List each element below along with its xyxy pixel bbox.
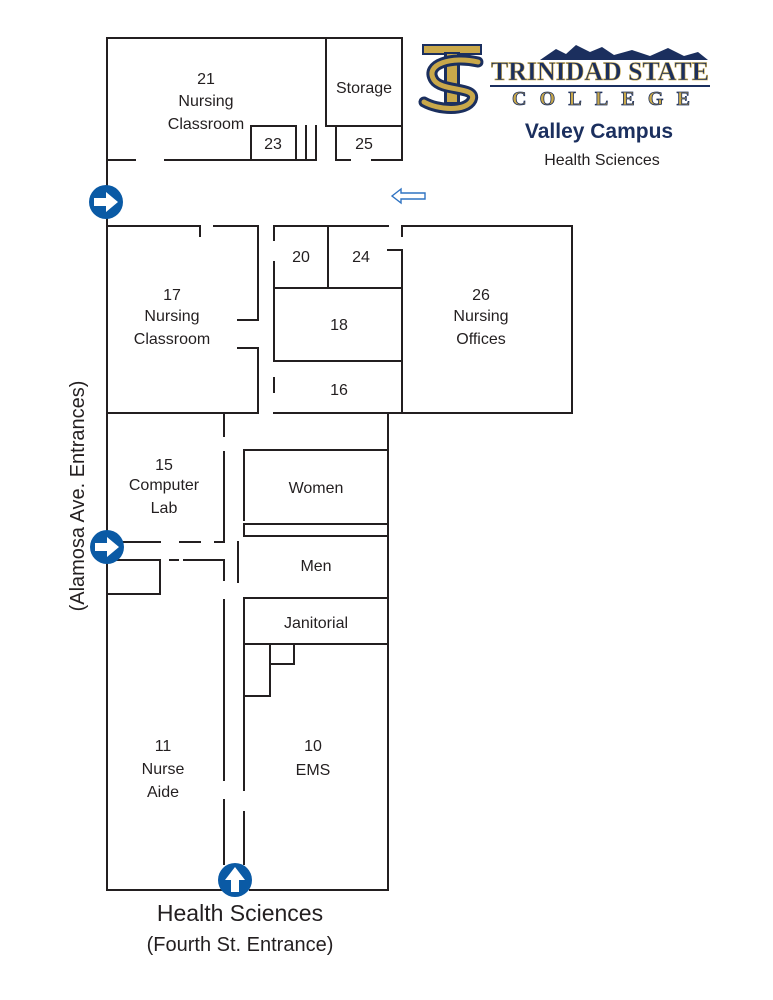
entrance-marker-top[interactable] [89, 185, 123, 219]
logo-name-line1: TRINIDAD STATE [491, 57, 709, 86]
college-logo: TRINIDAD STATE COLLEGE [418, 44, 710, 114]
room-name: Classroom [168, 116, 244, 133]
arrow-up-icon [225, 867, 245, 892]
room-11: 11 Nurse Aide [142, 738, 185, 801]
room-number: 10 [304, 738, 322, 755]
room-name: Classroom [134, 331, 210, 348]
room-15: 15 Computer Lab [129, 457, 200, 517]
room-number: 26 [472, 287, 490, 304]
room-name: Aide [147, 784, 179, 801]
arrow-right-icon [95, 537, 119, 557]
room-21: 21 Nursing Classroom [168, 71, 244, 133]
room-janitorial: Janitorial [284, 615, 348, 632]
room-number: 21 [197, 71, 215, 88]
room-16: 16 [330, 382, 348, 399]
building-subtitle: Health Sciences [544, 152, 660, 169]
room-10: 10 EMS [296, 738, 331, 779]
room-20: 20 [292, 249, 310, 266]
entrance-marker-main[interactable] [218, 863, 252, 897]
room-women: Women [289, 480, 344, 497]
room-name: Lab [151, 500, 178, 517]
room-17: 17 Nursing Classroom [134, 287, 210, 348]
ts-monogram-icon [418, 44, 484, 114]
room-25: 25 [355, 136, 373, 153]
room-23: 23 [264, 136, 282, 153]
room-name: Offices [456, 331, 506, 348]
room-storage: Storage [336, 80, 392, 97]
mountain-icon [540, 45, 708, 60]
campus-title: Valley Campus [525, 120, 673, 143]
main-entrance-street: (Fourth St. Entrance) [147, 934, 334, 956]
room-26: 26 Nursing Offices [453, 287, 508, 348]
walls [106, 37, 573, 891]
room-name: Nursing [453, 308, 508, 325]
room-name: EMS [296, 762, 331, 779]
room-name: Computer [129, 477, 200, 494]
room-number: 17 [163, 287, 181, 304]
room-number: 15 [155, 457, 173, 474]
room-24: 24 [352, 249, 370, 266]
side-entrance-label: (Alamosa Ave. Entrances) [67, 381, 89, 612]
room-name: Nursing [144, 308, 199, 325]
room-men: Men [300, 558, 331, 575]
room-number: 11 [155, 738, 172, 755]
arrow-left-outline-icon [390, 187, 426, 205]
arrow-right-icon [94, 192, 118, 212]
main-entrance-name: Health Sciences [157, 900, 323, 926]
logo-name-line2: COLLEGE [512, 88, 690, 110]
room-name: Nursing [178, 93, 233, 110]
room-name: Nurse [142, 761, 185, 778]
entrance-marker-middle[interactable] [90, 530, 124, 564]
room-18: 18 [330, 317, 348, 334]
